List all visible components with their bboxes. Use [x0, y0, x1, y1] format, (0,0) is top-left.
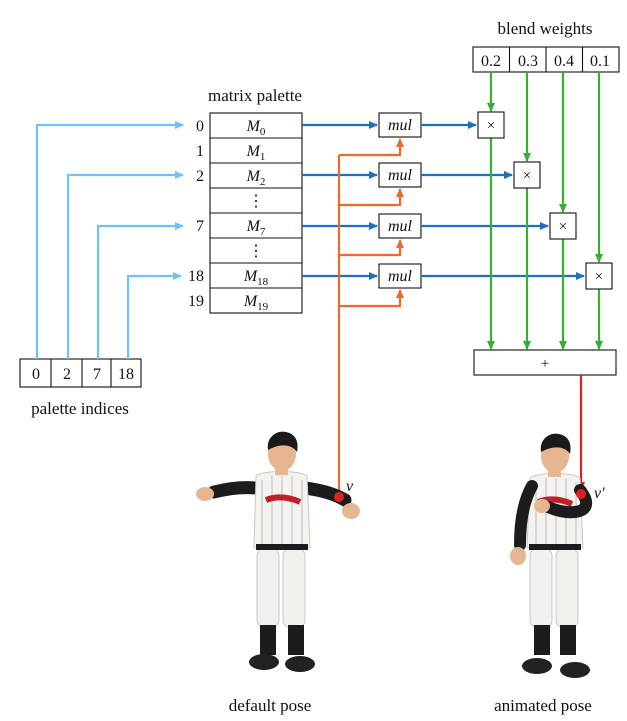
mul-box — [378, 112, 422, 138]
vertex-arrows — [337, 138, 404, 495]
matrix-palette-caption: matrix palette — [208, 86, 302, 105]
times-box — [477, 111, 505, 139]
palette-row-index: 1 — [196, 143, 204, 160]
palette-matrix-name: M0 — [246, 118, 266, 138]
palette-matrix-name: M19 — [243, 293, 269, 313]
mul-boxes: mul mul mul mul — [378, 112, 422, 289]
times-symbol: × — [523, 168, 531, 184]
weight-arrows — [487, 72, 603, 350]
times-box — [513, 161, 541, 189]
default-vertex-marker — [334, 492, 344, 502]
blend-weights-row: 0.2 0.3 0.4 0.1 — [472, 46, 620, 73]
multiply-boxes: × × × × — [477, 111, 613, 290]
times-symbol: × — [595, 269, 603, 285]
blend-weights-caption: blend weights — [498, 19, 593, 38]
default-pose-figure — [196, 431, 360, 672]
blend-weight-value: 0.3 — [518, 53, 538, 70]
mul-label: mul — [388, 218, 413, 235]
palette-matrix-name: M18 — [243, 268, 269, 288]
mul-box — [378, 263, 422, 289]
animated-pose-figure — [510, 433, 593, 678]
index-arrow-18 — [126, 272, 182, 359]
palette-row-index: 0 — [196, 118, 204, 135]
times-symbol: × — [559, 219, 567, 235]
palette-ellipsis: ⋮ — [248, 243, 264, 260]
index-arrow-7 — [96, 222, 184, 359]
palette-indices-caption: palette indices — [31, 399, 129, 418]
blend-weight-value: 0.2 — [481, 53, 501, 70]
times-box — [549, 212, 577, 240]
mul-label: mul — [388, 117, 413, 134]
index-arrow-0 — [35, 121, 184, 359]
index-arrow-2 — [66, 171, 184, 359]
matrix-arrows — [302, 121, 585, 280]
animated-vertex-label: v′ — [594, 485, 605, 502]
times-box — [585, 262, 613, 290]
default-pose-caption: default pose — [229, 696, 312, 715]
animated-vertex-marker — [576, 489, 586, 499]
palette-matrix-name: M7 — [246, 218, 266, 238]
mul-label: mul — [388, 268, 413, 285]
palette-indices-row: 0 2 7 18 — [19, 358, 142, 388]
palette-row-index: 19 — [188, 293, 204, 310]
palette-index-value: 18 — [118, 366, 134, 383]
palette-index-value: 2 — [63, 366, 71, 383]
palette-matrix-name: M2 — [246, 168, 266, 188]
palette-index-value: 0 — [32, 366, 40, 383]
plus-symbol: + — [541, 356, 549, 372]
palette-matrix-name: M1 — [246, 143, 266, 163]
blend-weight-value: 0.4 — [554, 53, 574, 70]
matrix-palette-table: 0 M0 1 M1 2 M2 ⋮ 7 M7 ⋮ 18 M18 19 M19 — [188, 112, 303, 314]
palette-row-index: 2 — [196, 168, 204, 185]
palette-row-index: 18 — [188, 268, 204, 285]
blend-weight-value: 0.1 — [590, 53, 610, 70]
palette-row-index: 7 — [196, 218, 204, 235]
default-vertex-label: v — [346, 478, 354, 495]
animated-pose-caption: animated pose — [494, 696, 592, 715]
mul-label: mul — [388, 167, 413, 184]
palette-ellipsis: ⋮ — [248, 193, 264, 210]
index-arrows — [35, 121, 184, 359]
sum-box — [473, 349, 617, 376]
palette-index-value: 7 — [93, 366, 101, 383]
times-symbol: × — [487, 118, 495, 134]
